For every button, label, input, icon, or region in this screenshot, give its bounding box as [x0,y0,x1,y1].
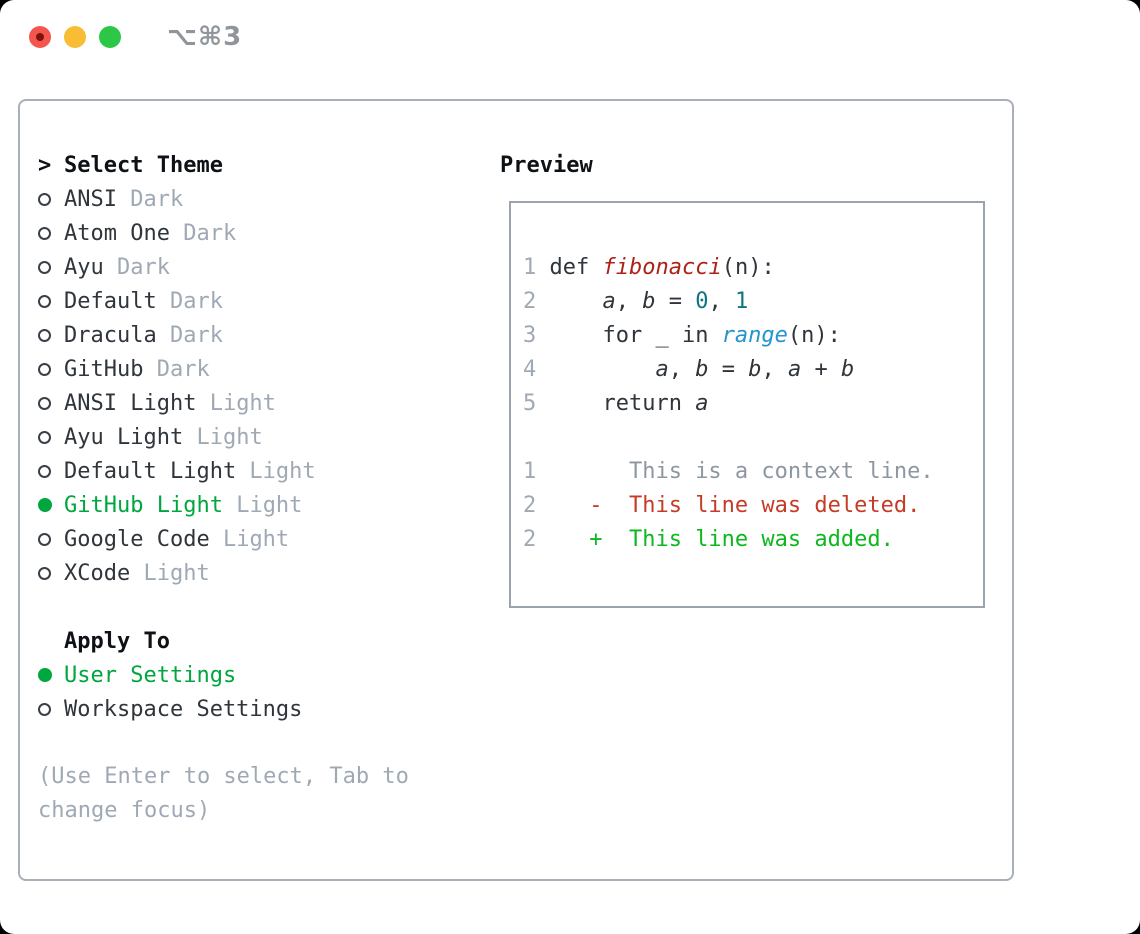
radio-unselected-icon [38,532,51,546]
preview-box: 1 def fibonacci(n): 2 a, b = 0, 1 3 for _ … [509,201,985,608]
option-name: Google Code [64,526,210,552]
window-title: ⌥⌘3 [167,22,243,52]
apply-to-header: Apply To [38,624,316,658]
radio-unselected-icon [38,566,51,580]
radio-unselected-icon [38,362,51,376]
variant-tag: Dark [169,220,237,246]
theme-option-ansi-light[interactable]: ANSI Light Light [38,386,316,420]
theme-option-github-light[interactable]: GitHub Light Light [38,488,316,522]
radio-unselected-icon [38,260,51,274]
option-name: Ayu Light [64,424,184,450]
option-name: XCode [64,560,131,586]
line-number: 1 [523,255,537,280]
theme-option-ansi[interactable]: ANSI Dark [38,182,316,216]
variant-tag: Dark [143,356,210,382]
theme-option-github[interactable]: GitHub Dark [38,352,316,386]
hint-line: change focus) [38,798,211,823]
apply-option-workspace-settings[interactable]: Workspace Settings [38,692,316,726]
code-line: 2 a, b = 0, 1 [523,289,749,314]
theme-option-xcode[interactable]: XCode Light [38,556,316,590]
line-number: 2 [523,289,537,314]
radio-unselected-icon [38,430,51,444]
code-line [523,421,934,455]
line-number: 2 [523,493,537,518]
traffic-lights [29,26,121,48]
variant-tag: Dark [103,254,170,280]
variant-tag: Light [236,458,316,484]
radio-selected-icon [38,498,52,512]
line-number: 3 [523,323,537,348]
option-name: ANSI [64,186,117,212]
keyboard-hint: (Use Enter to select, Tab to change focus… [38,760,409,828]
radio-unselected-icon [38,396,51,410]
variant-tag: Dark [156,322,223,348]
radio-unselected-icon [38,192,51,206]
theme-option-dracula[interactable]: Dracula Dark [38,318,316,352]
theme-option-default-light[interactable]: Default Light Light [38,454,316,488]
unsaved-indicator-icon [36,33,44,41]
variant-tag: Light [209,526,290,552]
radio-unselected-icon [38,464,51,478]
code-line: 1 This is a context line. [523,459,934,484]
option-name: ANSI Light [64,390,197,416]
zoom-button[interactable] [99,26,121,48]
radio-unselected-icon [38,328,51,342]
line-number: 1 [523,459,537,484]
code-line: 2 + This line was added. [523,527,894,552]
radio-unselected-icon [38,702,51,716]
code-line: 5 return a [523,391,709,416]
variant-tag: Dark [116,186,184,212]
option-name: User Settings [64,662,237,688]
select-theme-header: > Select Theme [38,148,316,182]
preview-label: Preview [500,152,593,178]
theme-option-atom-one[interactable]: Atom One Dark [38,216,316,250]
radio-unselected-icon [38,226,51,240]
theme-option-ayu-light[interactable]: Ayu Light Light [38,420,316,454]
theme-option-ayu[interactable]: Ayu Dark [38,250,316,284]
option-name: Default [64,288,157,314]
code-line: 1 def fibonacci(n): [523,255,775,280]
variant-tag: Light [196,390,276,416]
theme-option-default[interactable]: Default Dark [38,284,316,318]
code-line: 2 - This line was deleted. [523,493,921,518]
option-name: Ayu [64,254,104,280]
line-number: 2 [523,527,537,552]
theme-option-google-code[interactable]: Google Code Light [38,522,316,556]
title-bar: ⌥⌘3 [0,0,1140,72]
variant-tag: Light [183,424,263,450]
option-name: Dracula [64,322,157,348]
prompt-icon: > [38,152,52,178]
radio-selected-icon [38,668,52,682]
option-name: Default Light [64,458,237,484]
code-line: 3 for _ in range(n): [523,323,841,348]
select-theme-label: Select Theme [64,152,223,178]
apply-option-user-settings[interactable]: User Settings [38,658,316,692]
apply-to-label: Apply To [64,628,170,654]
code-line: 4 a, b = b, a + b [523,357,855,382]
close-button[interactable] [29,26,51,48]
minimize-button[interactable] [64,26,86,48]
line-number: 5 [523,391,537,416]
line-number: 4 [523,357,537,382]
option-name: Workspace Settings [64,696,303,722]
variant-tag: Dark [156,288,223,314]
spacer-row [38,590,316,624]
option-name: GitHub Light [64,492,223,518]
radio-unselected-icon [38,294,51,308]
option-name: GitHub [64,356,144,382]
hint-line: (Use Enter to select, Tab to [38,764,409,789]
variant-tag: Light [222,492,303,518]
variant-tag: Light [130,560,210,586]
code-preview: 1 def fibonacci(n): 2 a, b = 0, 1 3 for _ … [523,251,934,557]
option-name: Atom One [64,220,170,246]
